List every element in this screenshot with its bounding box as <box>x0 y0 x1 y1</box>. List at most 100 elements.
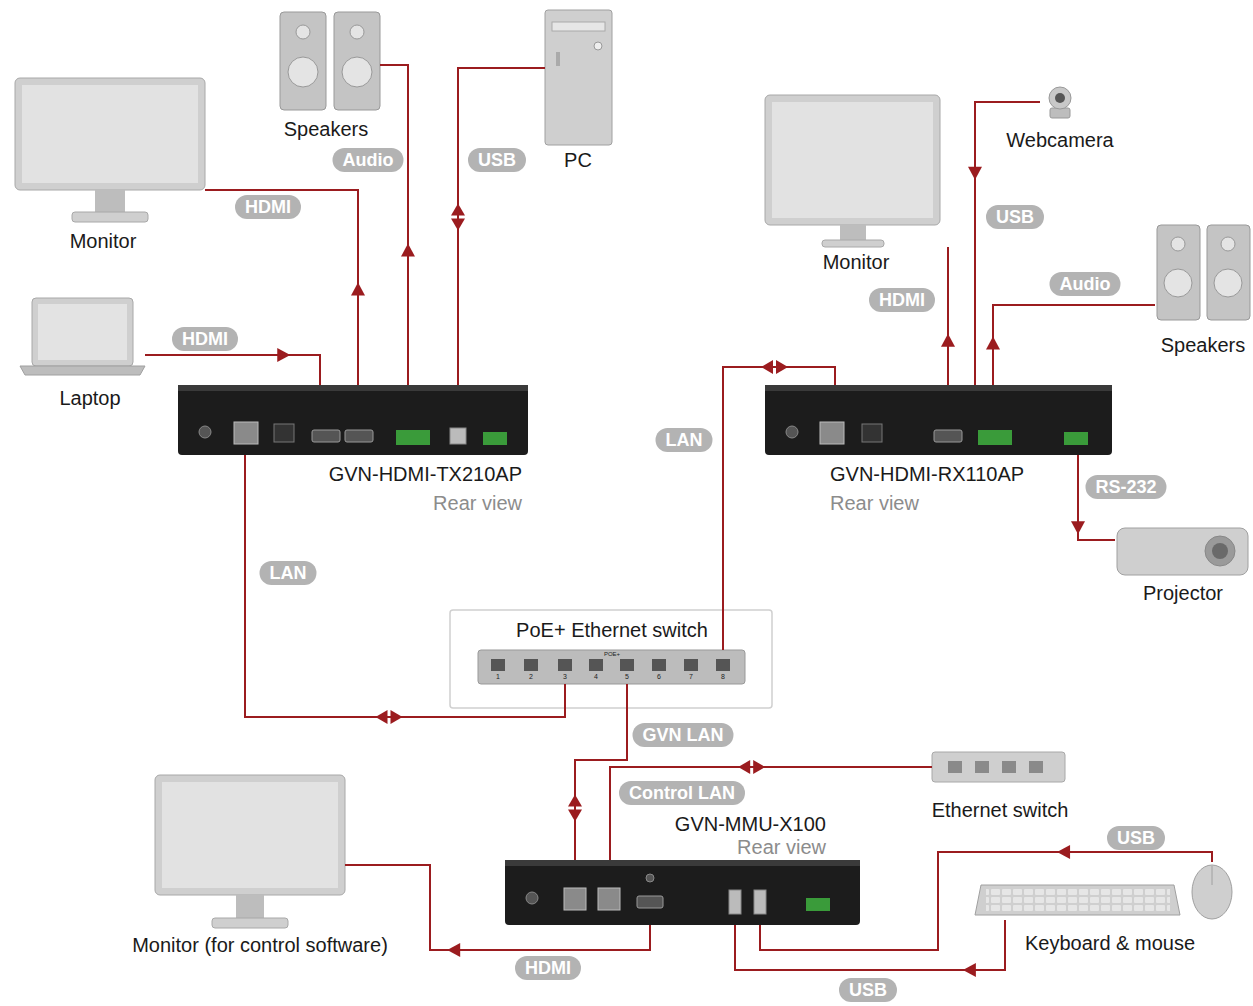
device-label: PoE+ Ethernet switch <box>516 618 708 642</box>
panel-top <box>505 860 860 866</box>
arrow-head <box>451 203 465 215</box>
cable-label: HDMI <box>235 195 301 219</box>
cable-label: Audio <box>333 148 404 172</box>
switch-port <box>652 659 666 671</box>
connector <box>735 920 1005 977</box>
speaker-tweeter <box>1171 237 1185 251</box>
cable-label: LAN <box>260 561 317 585</box>
connector <box>245 455 565 724</box>
rs232-terminal <box>483 432 507 445</box>
tx-rear-panel <box>178 385 528 455</box>
speaker-cabinet <box>334 12 380 110</box>
switch-port <box>716 659 730 671</box>
mouse <box>1192 865 1232 919</box>
rj45-port <box>234 422 258 444</box>
cable-label: HDMI <box>515 956 581 980</box>
device-label: Speakers <box>284 117 369 141</box>
device-node: GVN-HDMI-RX110APRear view <box>765 385 1112 455</box>
arrow-head <box>391 710 403 724</box>
port-group-label: POE+ <box>604 651 620 658</box>
cable-line <box>723 367 835 610</box>
switch-port <box>1029 761 1043 773</box>
cable-label: GVN LAN <box>633 723 734 747</box>
device-label: Keyboard & mouse <box>1025 931 1195 955</box>
keyboard-body <box>975 885 1180 915</box>
port-number: 7 <box>689 673 693 681</box>
cable-line <box>345 865 650 950</box>
arrow-head <box>941 334 955 347</box>
rs232-terminal <box>1064 432 1088 445</box>
audio-terminal <box>978 430 1012 445</box>
cable-label: Audio <box>1050 272 1121 296</box>
port-number: 4 <box>594 673 598 681</box>
sfp-port <box>274 424 294 442</box>
port-number: 8 <box>721 673 725 681</box>
port-number: 5 <box>625 673 629 681</box>
connector <box>145 348 320 385</box>
monitor-panel <box>772 102 933 218</box>
webcam-body <box>1049 87 1071 109</box>
arrow-head <box>451 218 465 230</box>
device-node: GVN-MMU-X100Rear view <box>505 860 860 925</box>
arrow-head <box>447 943 460 957</box>
device-node: PoE+ Ethernet switch <box>450 610 772 708</box>
cable-line <box>993 305 1155 385</box>
switch-port <box>558 659 572 671</box>
cable-label: USB <box>1107 826 1165 850</box>
device-node: Keyboard & mouse <box>972 862 1238 920</box>
port-number: 2 <box>529 673 533 681</box>
device-node: Laptop <box>20 298 145 375</box>
port-number: 6 <box>657 673 661 681</box>
device-label: Laptop <box>59 386 120 410</box>
connector <box>380 65 415 385</box>
projector-lens <box>1205 536 1235 566</box>
switch-port <box>620 659 634 671</box>
rs232-terminal <box>806 898 830 911</box>
port-wire <box>722 610 724 650</box>
pc-tower <box>545 10 612 145</box>
device-node: Monitor (for control software) <box>155 775 345 928</box>
mouse-button-split <box>1212 866 1213 885</box>
switch-port <box>1002 761 1016 773</box>
cable-label: RS-232 <box>1085 475 1166 499</box>
dc-jack <box>786 426 798 438</box>
poe-switch-body <box>478 650 745 684</box>
arrow-head <box>753 760 765 774</box>
device-label: GVN-MMU-X100Rear view <box>675 813 826 859</box>
rx-rear-panel <box>765 385 1112 455</box>
monitor-screen <box>155 775 345 895</box>
cable-line <box>245 455 565 717</box>
cable-label: HDMI <box>869 288 935 312</box>
pc-button <box>594 42 602 50</box>
cable-label: LAN <box>656 428 713 452</box>
device-name: GVN-MMU-X100 <box>675 813 826 836</box>
monitor-panel <box>22 85 198 183</box>
port-wire <box>564 684 566 708</box>
monitor-neck <box>236 895 264 918</box>
rj45-port <box>820 422 844 444</box>
arrow-head <box>1071 521 1085 534</box>
speaker-cabinet <box>1207 225 1250 320</box>
arrow-head <box>738 760 750 774</box>
device-name: Monitor <box>70 229 137 253</box>
device-label: Monitor <box>70 229 137 253</box>
cable-label: USB <box>986 205 1044 229</box>
hdmi-out-port <box>637 896 663 908</box>
monitor-neck <box>840 225 866 240</box>
monitor-panel <box>162 782 338 888</box>
connector <box>345 865 650 957</box>
laptop-panel <box>38 304 127 360</box>
cable-line <box>610 767 932 860</box>
usb-port <box>450 428 466 444</box>
arrow-head <box>376 710 388 724</box>
sfp-port <box>862 424 882 442</box>
arrow-head <box>277 348 290 362</box>
laptop-screen <box>32 298 133 366</box>
cable-label: USB <box>468 148 526 172</box>
cable-line <box>947 247 949 385</box>
view-caption: Rear view <box>675 836 826 859</box>
hdmi-out-port <box>934 430 962 442</box>
device-label: Monitor (for control software) <box>132 933 388 957</box>
